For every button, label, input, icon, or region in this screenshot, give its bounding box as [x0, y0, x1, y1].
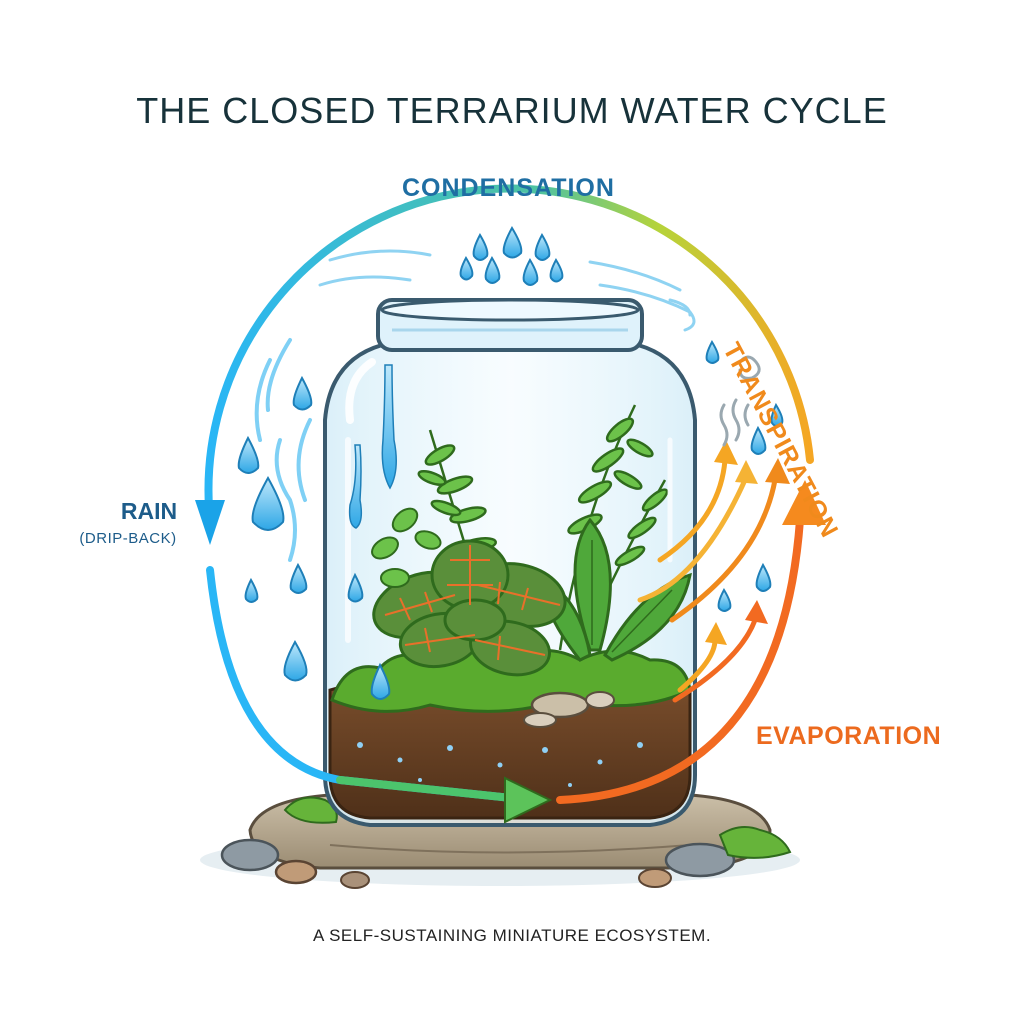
- stone-icon: [220, 838, 280, 872]
- jar-lid: [376, 298, 644, 352]
- water-drop-icon: [292, 375, 313, 411]
- stone-icon: [664, 842, 736, 878]
- glass-jar: [323, 343, 697, 827]
- water-drop-icon: [237, 435, 260, 474]
- water-drop-icon: [484, 255, 501, 284]
- stone-icon: [638, 868, 672, 888]
- label-condensation: CONDENSATION: [402, 174, 615, 202]
- condensation-drips: [348, 364, 397, 529]
- water-drop-icon: [534, 232, 551, 261]
- vapor-wisp-icon: [719, 355, 761, 447]
- stone-icon: [523, 712, 557, 728]
- water-drop-icon: [347, 572, 364, 603]
- vapor-wisp-icon: [318, 249, 696, 332]
- leaf-icon: [371, 507, 442, 588]
- label-rain-drip-back: (DRIP-BACK): [79, 530, 177, 547]
- water-drop-icon: [750, 425, 767, 455]
- fittonia-plant: [372, 539, 567, 677]
- transpiration-arrow-heads: [705, 440, 790, 645]
- label-rain: RAIN: [120, 498, 178, 524]
- diagram-caption: A SELF-SUSTAINING MINIATURE ECOSYSTEM.: [312, 926, 712, 945]
- diagram-title: THE CLOSED TERRARIUM WATER CYCLE: [136, 90, 888, 131]
- water-drop-icon: [717, 587, 732, 612]
- water-drop-icon: [472, 232, 489, 261]
- water-drop-icon: [755, 562, 772, 592]
- cycle-arrows: [195, 184, 826, 824]
- water-drop-icon: [289, 562, 308, 594]
- label-evaporation: EVAPORATION: [756, 722, 942, 750]
- water-drop-icon: [549, 257, 564, 283]
- water-drop-icon: [705, 339, 720, 364]
- water-drop-icon: [522, 257, 539, 286]
- water-drop-icon: [370, 662, 391, 700]
- water-drop-icon: [459, 255, 474, 281]
- water-drop-icon: [251, 475, 285, 531]
- stone-icon: [274, 859, 318, 885]
- water-drop-icon: [770, 402, 784, 427]
- rain-streaks: [254, 338, 312, 562]
- water-drop-icon: [502, 226, 523, 259]
- water-drop-icon: [244, 577, 259, 603]
- water-drop-icon: [283, 639, 308, 682]
- stone-icon: [340, 871, 370, 889]
- transpiration-arrows: [637, 457, 778, 703]
- stone-icon: [585, 691, 615, 709]
